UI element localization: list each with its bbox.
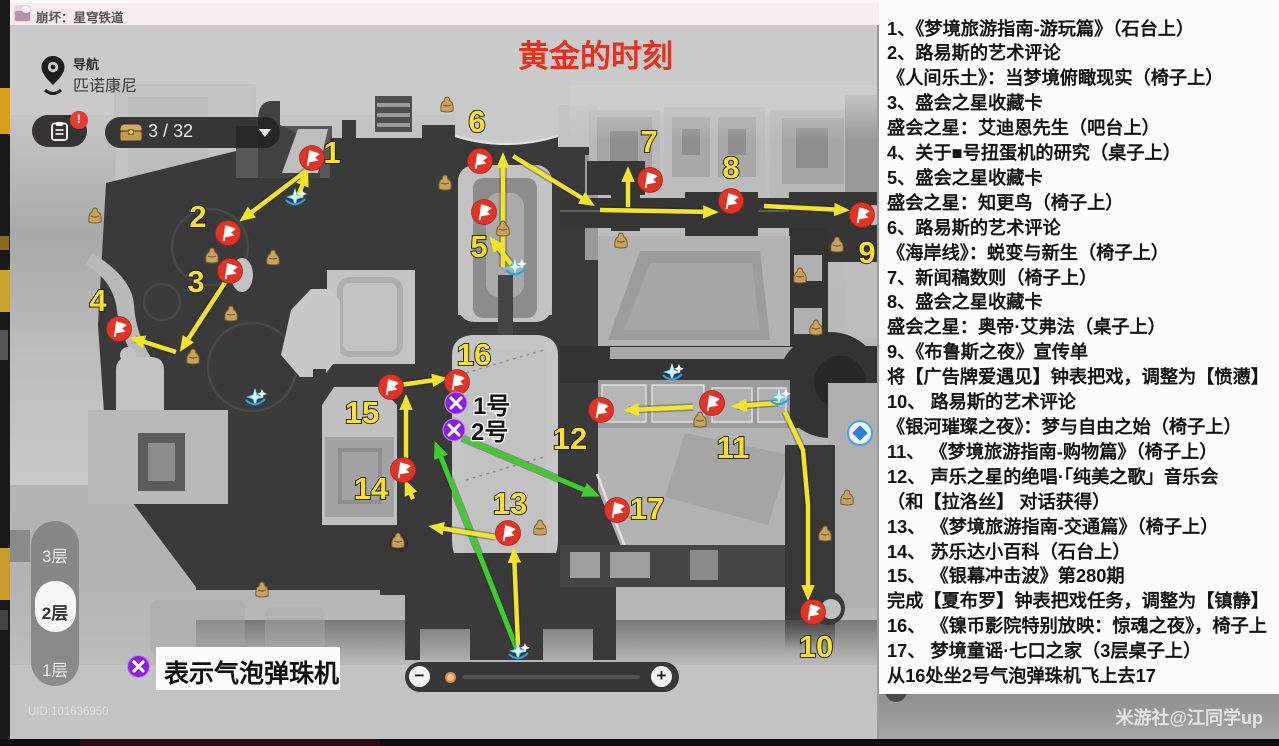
svg-text:6: 6 — [468, 104, 485, 139]
svg-text:2号: 2号 — [471, 419, 508, 446]
svg-text:11: 11 — [717, 430, 750, 465]
svg-text:4: 4 — [89, 283, 107, 318]
svg-text:9: 9 — [858, 235, 875, 270]
svg-text:15: 15 — [345, 395, 379, 430]
svg-text:12: 12 — [553, 421, 587, 456]
svg-text:16: 16 — [457, 337, 491, 372]
svg-text:7: 7 — [640, 124, 657, 159]
svg-text:1号: 1号 — [473, 393, 510, 420]
svg-text:17: 17 — [630, 491, 664, 526]
svg-text:2: 2 — [189, 199, 206, 234]
svg-text:8: 8 — [722, 150, 739, 185]
svg-text:13: 13 — [493, 486, 527, 521]
svg-text:14: 14 — [354, 471, 389, 506]
svg-text:10: 10 — [799, 629, 833, 664]
svg-text:3: 3 — [187, 264, 204, 299]
svg-text:1: 1 — [323, 135, 340, 170]
svg-text:5: 5 — [470, 229, 487, 264]
